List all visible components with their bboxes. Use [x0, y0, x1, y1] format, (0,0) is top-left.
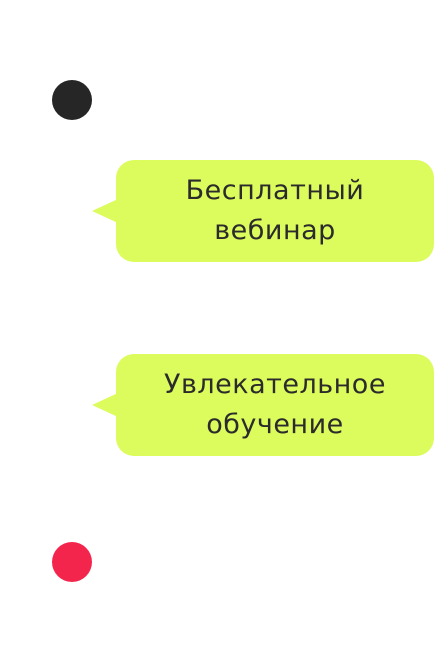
bubble-text-line: Бесплатный — [185, 175, 365, 206]
bubble-text-line: обучение — [206, 409, 344, 440]
bubble-text-line: вебинар — [214, 215, 336, 246]
speech-bubble-engaging-learning: Увлекательное обучение — [116, 354, 434, 456]
speech-bubble-free-webinar: Бесплатный вебинар — [116, 160, 434, 262]
timeline-dot-red — [52, 542, 92, 582]
bubble-text: Бесплатный вебинар — [186, 171, 365, 251]
timeline-dot-dark — [52, 80, 92, 120]
bubble-text-line: Увлекательное — [164, 369, 386, 400]
bubble-text: Увлекательное обучение — [164, 365, 386, 445]
